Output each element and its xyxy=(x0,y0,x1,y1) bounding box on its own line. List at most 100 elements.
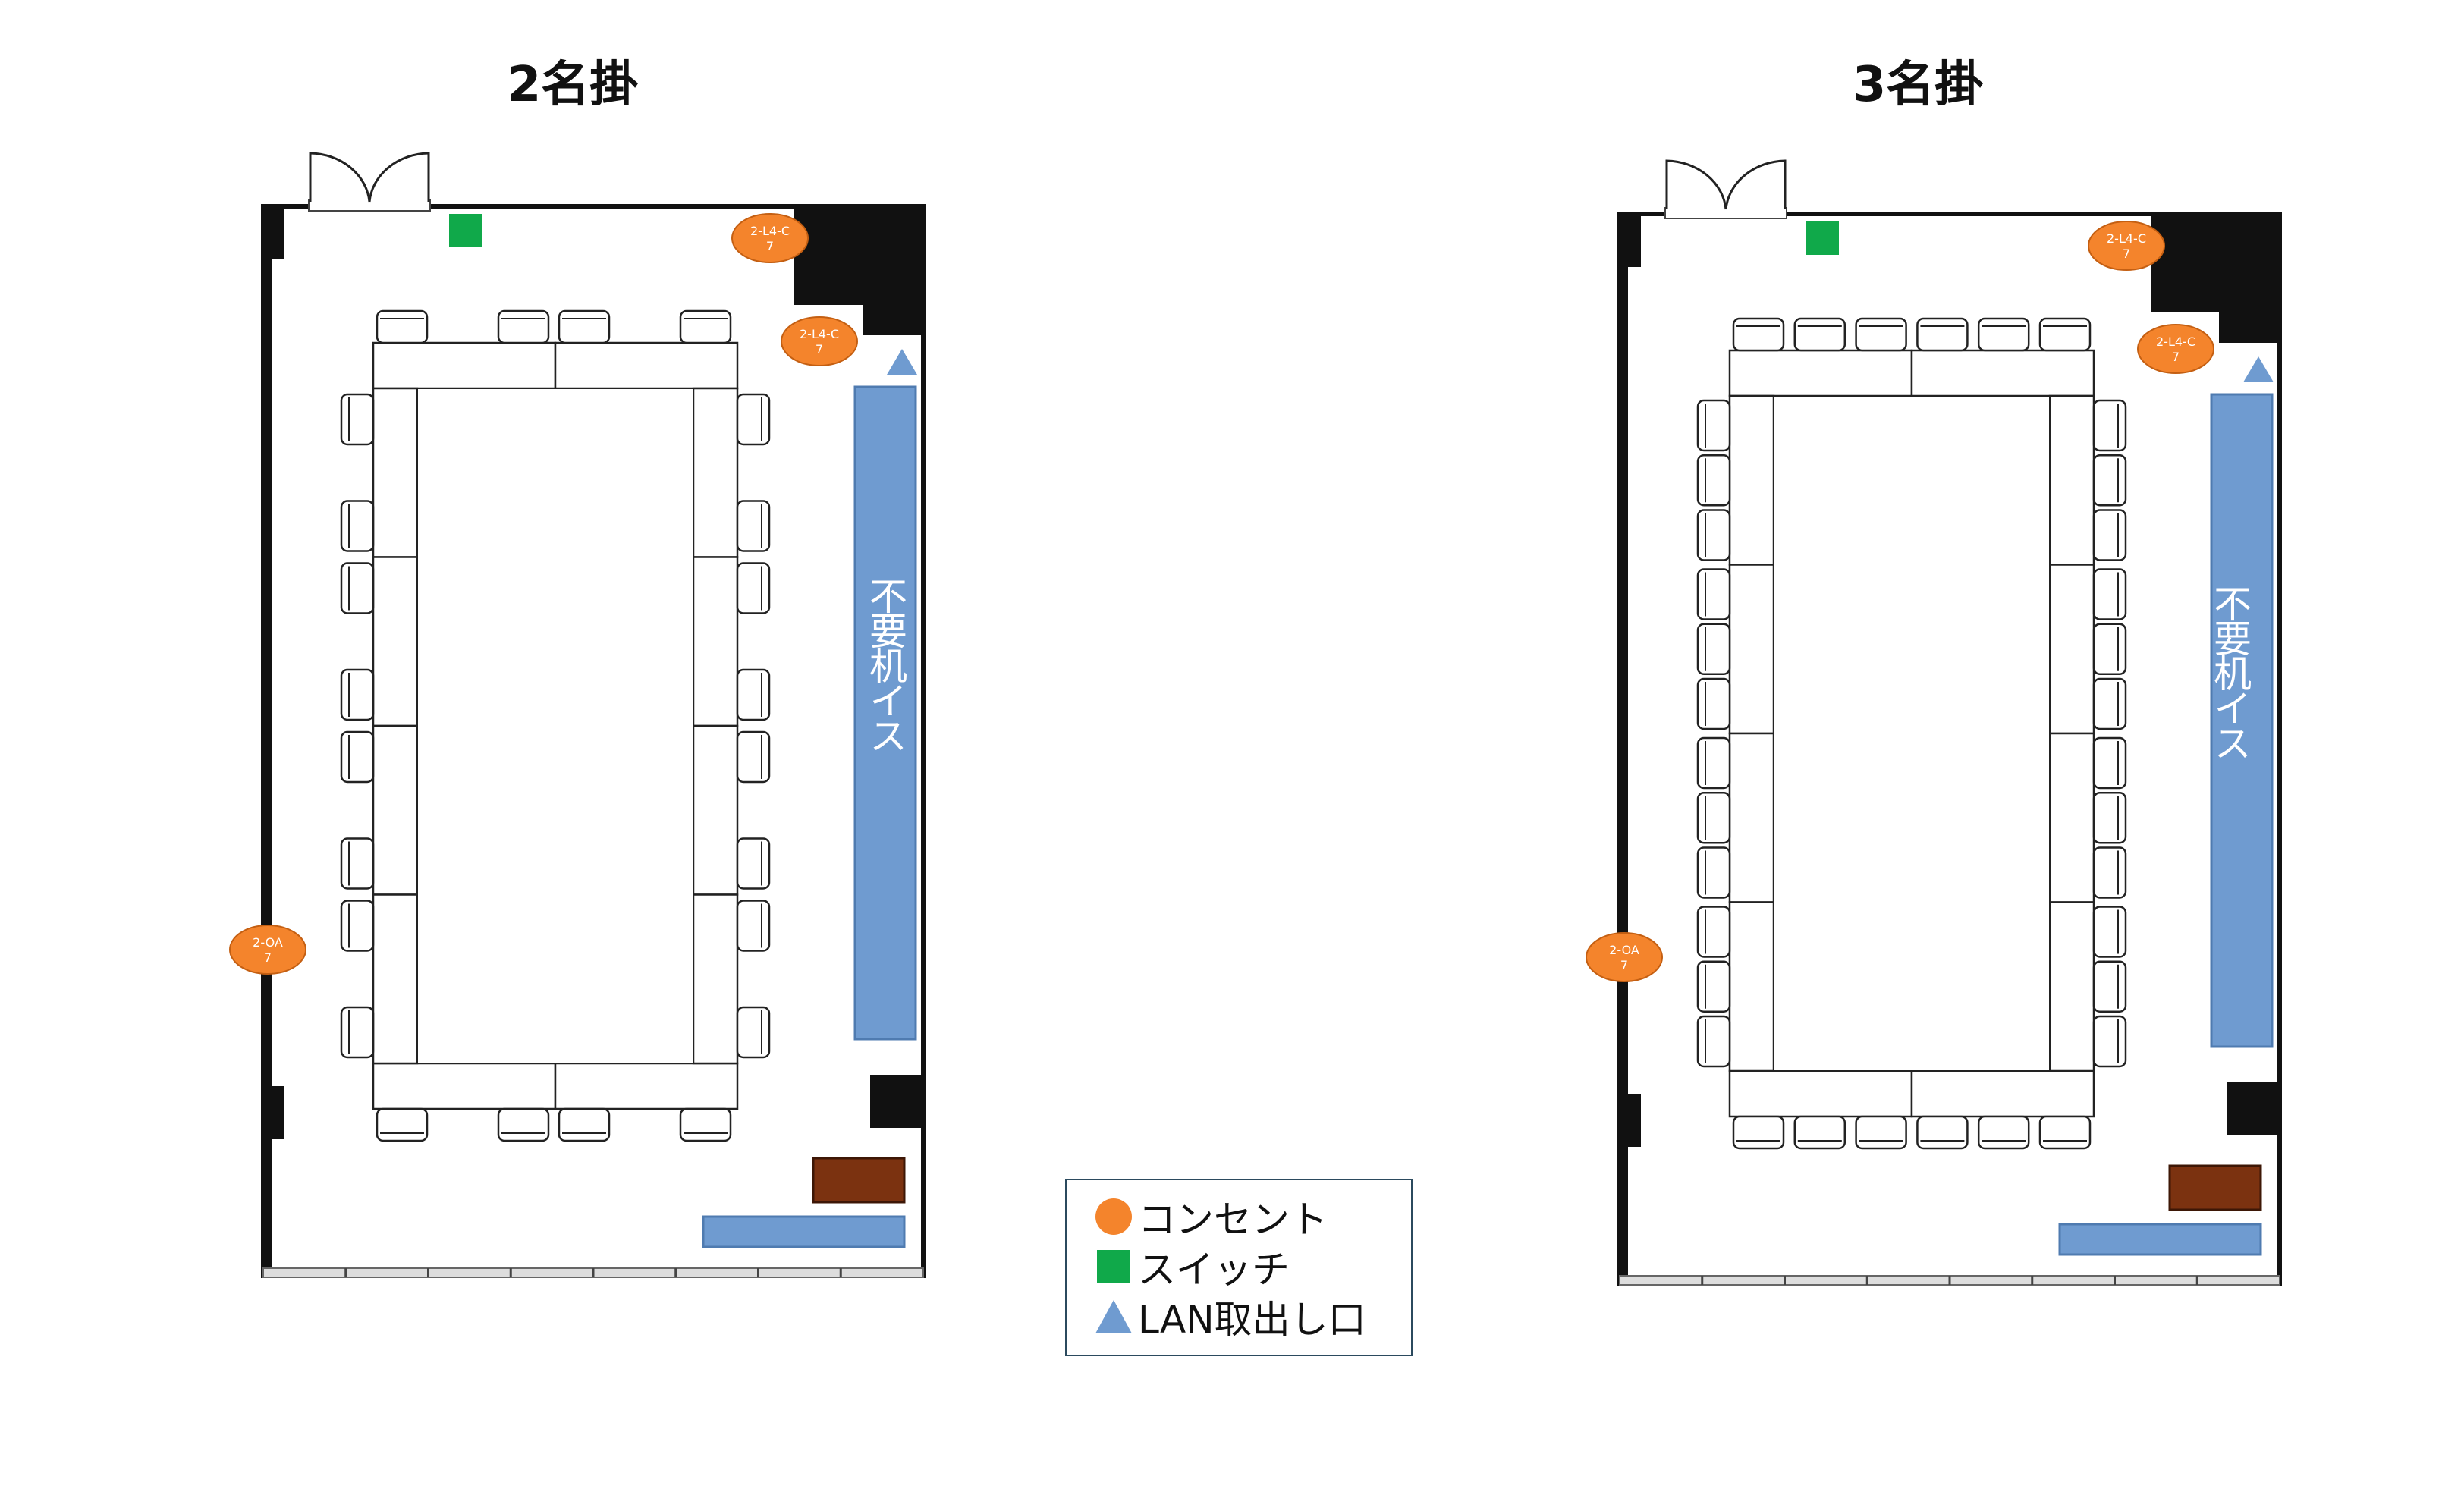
outlet-code: 2-OA xyxy=(253,935,283,950)
chair xyxy=(558,309,611,344)
chair xyxy=(1793,317,1846,352)
storage-label-right: 不要机イス xyxy=(2208,584,2252,758)
chair xyxy=(376,309,429,344)
table xyxy=(1728,901,1775,1072)
legend-label-switch: スイッチ xyxy=(1138,1248,1290,1292)
chair xyxy=(1793,1115,1846,1150)
chair xyxy=(340,1006,375,1059)
chair xyxy=(1696,399,1731,452)
chair xyxy=(1732,317,1785,352)
pillar xyxy=(2227,1082,2280,1135)
chair xyxy=(340,500,375,552)
outlet-code: 2-L4-C xyxy=(2156,334,2195,349)
room-plan: 2-L4-C72-L4-C72-OA7 xyxy=(1586,159,2282,1286)
legend-label-lan: LAN取出し口 xyxy=(1138,1298,1366,1342)
chair xyxy=(679,309,732,344)
podium xyxy=(2168,1164,2262,1211)
room-plan: 2-L4-C72-L4-C72-OA7 xyxy=(229,152,926,1278)
door-swing xyxy=(368,152,430,203)
table xyxy=(372,387,419,558)
chair xyxy=(2092,846,2127,899)
door-swing xyxy=(1724,159,1787,210)
table xyxy=(2048,394,2095,566)
chair xyxy=(1696,846,1731,899)
chair xyxy=(497,309,550,344)
bench xyxy=(2058,1223,2262,1256)
outlet-icon xyxy=(731,213,809,263)
chair xyxy=(1696,960,1731,1013)
chair xyxy=(1696,509,1731,561)
legend-item-outlet: コンセント xyxy=(1094,1194,1328,1242)
chair xyxy=(2092,960,2127,1013)
outlet-code: 2-L4-C xyxy=(2107,231,2146,246)
pillar xyxy=(2151,214,2280,343)
chair xyxy=(340,393,375,446)
chair xyxy=(1732,1115,1785,1150)
outlet-code: 2-L4-C xyxy=(800,327,839,341)
outlet-number: 7 xyxy=(1620,958,1628,972)
chair xyxy=(2092,399,2127,452)
legend: コンセント スイッチ LAN取出し口 xyxy=(1065,1179,1413,1356)
storage-label-left: 不要机イス xyxy=(863,576,907,751)
table xyxy=(1728,1069,1913,1118)
outlet-icon xyxy=(1095,1198,1132,1235)
table-inner xyxy=(416,388,694,1064)
chair xyxy=(497,1107,550,1142)
table xyxy=(372,724,419,896)
chair xyxy=(1916,317,1969,352)
chair xyxy=(340,837,375,890)
chair xyxy=(736,500,771,552)
chair xyxy=(1696,906,1731,958)
chair xyxy=(1696,677,1731,730)
table xyxy=(1910,349,2095,397)
wall-column xyxy=(263,206,284,259)
lan-port-icon xyxy=(2243,356,2274,382)
podium xyxy=(812,1157,906,1204)
door-frame xyxy=(1664,207,1787,219)
switch-icon xyxy=(449,214,482,247)
table xyxy=(2048,564,2095,735)
layout-title-3-per-table: 3名掛 xyxy=(1852,57,1984,113)
chair xyxy=(1696,736,1731,790)
table-inner xyxy=(1773,395,2051,1072)
chair xyxy=(1977,1115,2030,1150)
outlet-icon xyxy=(229,925,306,975)
outlet-code: 2-OA xyxy=(1609,943,1639,957)
legend-label-outlet: コンセント xyxy=(1138,1198,1328,1242)
chair xyxy=(2092,623,2127,675)
table xyxy=(2048,901,2095,1072)
chair xyxy=(736,393,771,446)
table xyxy=(554,341,739,390)
wall-column xyxy=(1620,214,1641,267)
chair xyxy=(1977,317,2030,352)
bench xyxy=(702,1215,906,1248)
wall-column xyxy=(263,1086,284,1139)
chair xyxy=(1916,1115,1969,1150)
outlet-icon xyxy=(1586,932,1663,982)
outlet-code: 2-L4-C xyxy=(750,224,790,238)
door-swing xyxy=(1665,159,1727,210)
table xyxy=(1728,564,1775,735)
chair xyxy=(558,1107,611,1142)
chair xyxy=(736,562,771,614)
layout-title-2-per-table: 2名掛 xyxy=(507,57,639,113)
table xyxy=(1728,349,1913,397)
chair xyxy=(2092,736,2127,790)
chair xyxy=(736,837,771,890)
chair xyxy=(736,730,771,784)
outlet-number: 7 xyxy=(2123,247,2130,261)
chair xyxy=(1696,792,1731,844)
table xyxy=(692,893,739,1065)
table xyxy=(1728,394,1775,566)
table xyxy=(372,341,557,390)
switch-icon xyxy=(1097,1250,1130,1283)
chair xyxy=(340,900,375,952)
chair xyxy=(2092,454,2127,507)
outlet-icon xyxy=(2088,221,2165,271)
chair xyxy=(736,900,771,952)
chair xyxy=(2038,1115,2092,1150)
door-frame xyxy=(308,199,431,212)
storage-area xyxy=(853,385,917,1041)
chair xyxy=(2092,792,2127,844)
